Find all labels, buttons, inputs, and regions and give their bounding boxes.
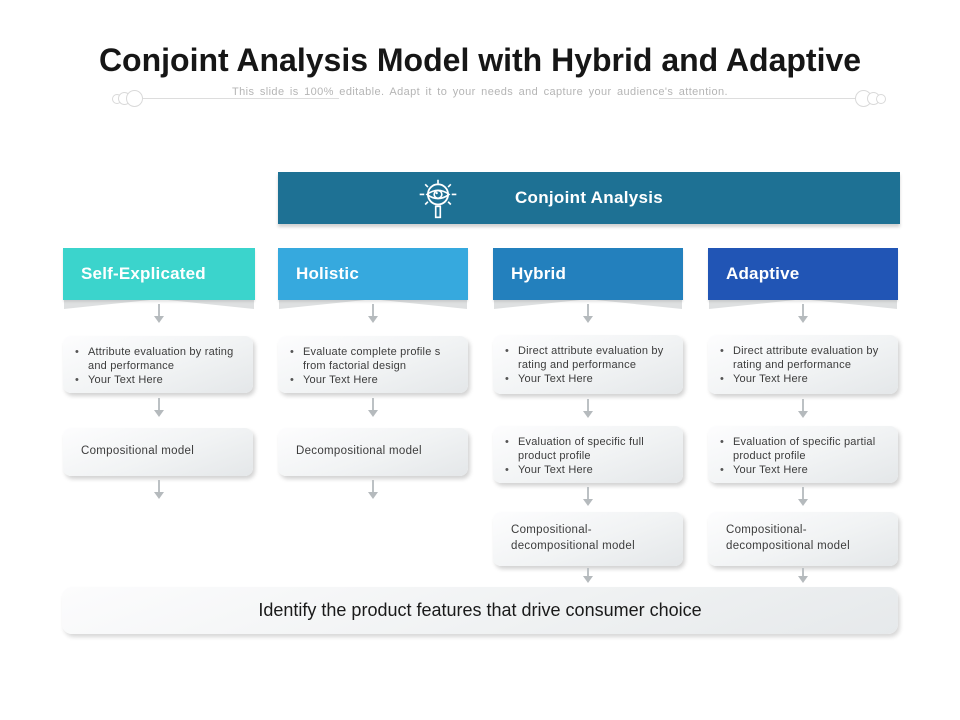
hybrid-step-1-box: • Direct attribute evaluation by rating a… xyxy=(493,335,683,394)
bullet-text: Direct attribute evaluation by rating an… xyxy=(733,345,879,372)
bullet-icon: • xyxy=(505,464,510,477)
arrow-down-icon xyxy=(153,480,165,499)
arrow-down-icon xyxy=(367,398,379,417)
model-text: Decompositional model xyxy=(296,445,422,458)
conjoint-analysis-banner: Conjoint Analysis xyxy=(278,172,900,224)
footer-banner: Identify the product features that drive… xyxy=(62,587,898,634)
bullet-icon: • xyxy=(75,374,80,387)
adaptive-step-1-box: • Direct attribute evaluation by rating a… xyxy=(708,335,898,394)
model-text: Compositional model xyxy=(81,445,195,458)
bullet-text: Your Text Here xyxy=(733,373,808,386)
column-header-hybrid: Hybrid xyxy=(493,248,683,309)
arrow-down-icon xyxy=(582,568,594,583)
bullet-icon: • xyxy=(505,373,510,386)
footer-label: Identify the product features that drive… xyxy=(258,600,702,620)
self-explicated-model-box: Compositional model xyxy=(63,428,253,476)
arrow-down-icon xyxy=(797,568,809,583)
bullet-icon: • xyxy=(720,345,725,357)
bullet-text: Evaluate complete profile s from factori… xyxy=(303,346,441,373)
bullet-text: Your Text Here xyxy=(518,464,593,477)
eye-magnifier-icon xyxy=(419,179,457,219)
bullet-icon: • xyxy=(505,436,510,448)
model-text: Compositional- decompositional model xyxy=(726,524,850,552)
bullet-icon: • xyxy=(75,346,80,358)
arrow-down-icon xyxy=(153,398,165,417)
bullet-text: Evaluation of specific partial product p… xyxy=(733,436,876,463)
page-subtitle: This slide is 100% editable. Adapt it to… xyxy=(232,86,728,98)
banner-label: Conjoint Analysis xyxy=(514,188,664,207)
arrow-down-icon xyxy=(367,480,379,499)
bullet-icon: • xyxy=(720,436,725,448)
self-explicated-step-1-box: • Attribute evaluation by rating and perf… xyxy=(63,336,253,394)
column-header-adaptive: Adaptive xyxy=(708,248,898,309)
bullet-icon: • xyxy=(720,373,725,386)
bullet-text: Evaluation of specific full product prof… xyxy=(518,436,644,463)
holistic-step-1-box: • Evaluate complete profile s from factor… xyxy=(278,336,468,394)
arrow-down-icon xyxy=(582,399,594,418)
page-title: Conjoint Analysis Model with Hybrid and … xyxy=(98,42,862,78)
bullet-text: Your Text Here xyxy=(518,373,593,386)
bullet-text: Your Text Here xyxy=(733,464,808,477)
hybrid-step-2-box: • Evaluation of specific full product pro… xyxy=(493,426,683,484)
decor-circles-right-icon xyxy=(659,90,886,107)
column-header-self-explicated: Self-Explicated xyxy=(63,248,255,309)
model-text: Compositional- decompositional model xyxy=(511,524,635,552)
bullet-icon: • xyxy=(290,346,295,358)
adaptive-model-box: Compositional- decompositional model xyxy=(708,512,898,566)
bullet-text: Attribute evaluation by rating and perfo… xyxy=(88,346,234,373)
arrow-down-icon xyxy=(153,304,165,323)
arrow-down-icon xyxy=(367,304,379,323)
arrow-down-icon xyxy=(797,304,809,323)
bullet-icon: • xyxy=(505,345,510,357)
arrow-down-icon xyxy=(582,487,594,506)
column-header-holistic: Holistic xyxy=(278,248,468,309)
bullet-icon: • xyxy=(290,374,295,387)
holistic-model-box: Decompositional model xyxy=(278,428,468,476)
arrow-down-icon xyxy=(797,399,809,418)
arrow-down-icon xyxy=(797,487,809,506)
hybrid-model-box: Compositional- decompositional model xyxy=(493,512,683,566)
bullet-text: Your Text Here xyxy=(88,374,163,387)
bullet-icon: • xyxy=(720,464,725,477)
decor-circles-left-icon xyxy=(112,90,339,107)
bullet-text: Direct attribute evaluation by rating an… xyxy=(518,345,664,372)
arrow-down-icon xyxy=(582,304,594,323)
adaptive-step-2-box: • Evaluation of specific partial product … xyxy=(708,426,898,484)
bullet-text: Your Text Here xyxy=(303,374,378,387)
